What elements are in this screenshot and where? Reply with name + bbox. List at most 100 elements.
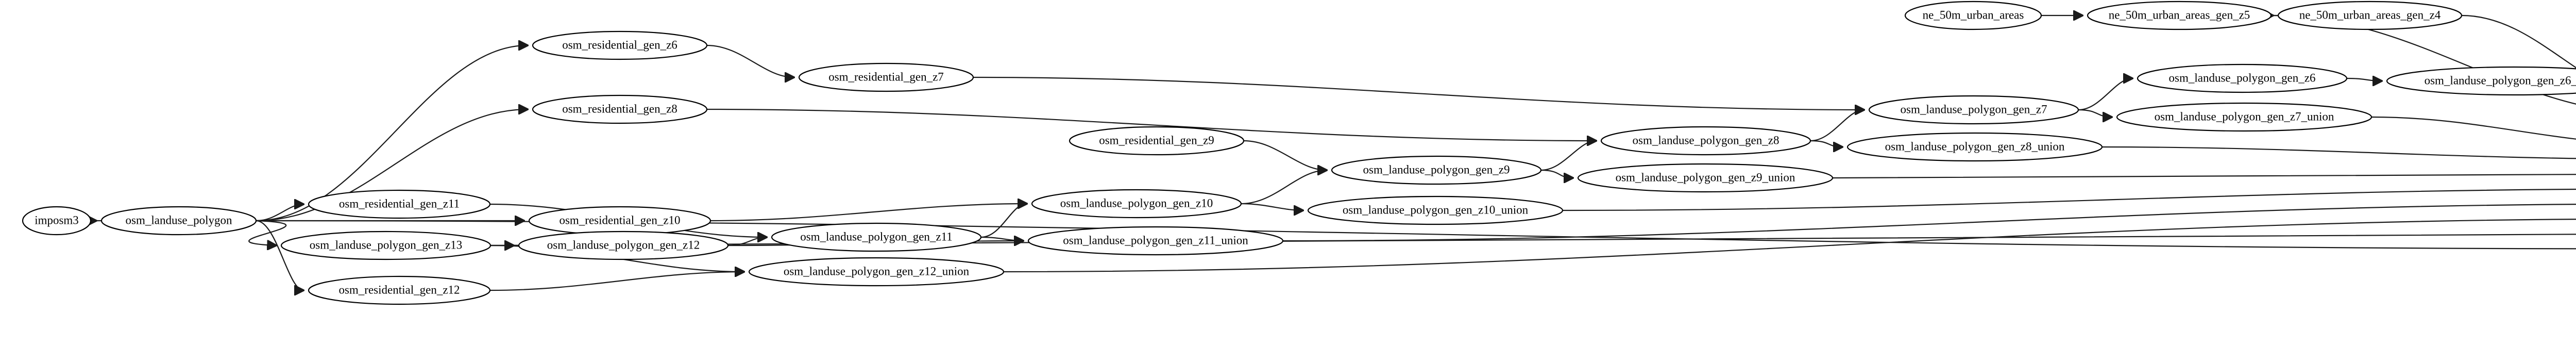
graph-edge-osm_residential_gen_z10--to--osm_landuse_polygon_gen_z10 [710,204,1027,222]
graph-edge-osm_landuse_polygon_gen_z11--to--osm_landuse_polygon_gen_z10 [980,204,1027,238]
graph-node-osm_landuse_polygon_gen_z8_union[interactable]: osm_landuse_polygon_gen_z8_union [1846,132,2103,162]
graph-edge-osm_landuse_polygon--to--osm_residential_gen_z8 [256,109,528,222]
node-ellipse [532,30,708,60]
node-label: osm_residential_gen_z11 [339,197,460,210]
node-label: ne_50m_urban_areas [1923,8,2024,21]
graph-edge-osm_landuse_polygon_gen_z10--to--osm_landuse_polygon_gen_z10_union [1241,203,1303,210]
node-ellipse [798,62,974,92]
graph-node-osm_residential_gen_z8[interactable]: osm_residential_gen_z8 [532,94,708,124]
node-ellipse [518,231,729,260]
node-label: osm_landuse_polygon_gen_z10_union [1343,203,1529,216]
node-label: osm_landuse_polygon_gen_z7 [1901,103,2047,116]
node-label: osm_landuse_polygon_gen_z8 [1633,134,1780,146]
node-label: osm_landuse_polygon_gen_z11 [800,230,953,243]
graph-edge-osm_landuse_polygon_gen_z11_union--to--layer_landuse.z11 [1282,203,2576,242]
graph-node-osm_landuse_polygon_gen_z8[interactable]: osm_landuse_polygon_gen_z8 [1600,126,1811,156]
node-label: osm_landuse_polygon_gen_z9 [1363,163,1510,176]
node-label: osm_residential_gen_z12 [338,283,460,296]
node-ellipse [2087,1,2272,30]
graph-edge-ne_50m_urban_areas_gen_z5--to--layer_landuse.z5 [2270,14,2576,105]
graph-node-osm_landuse_polygon_gen_z6[interactable]: osm_landuse_polygon_gen_z6 [2137,63,2348,93]
graph-node-osm_landuse_polygon_gen_z11_union[interactable]: osm_landuse_polygon_gen_z11_union [1027,226,1284,256]
graph-node-osm_landuse_polygon_gen_z12[interactable]: osm_landuse_polygon_gen_z12 [518,231,729,260]
node-label: osm_residential_gen_z7 [828,70,944,83]
node-ellipse [771,222,982,252]
node-label: osm_landuse_polygon [126,213,232,226]
node-ellipse [1600,126,1811,156]
graph-node-ne_50m_urban_areas_gen_z4[interactable]: ne_50m_urban_areas_gen_z4 [2277,1,2463,30]
node-ellipse [1069,126,1245,156]
graph-edge-osm_landuse_polygon_gen_z12_union--to--layer_landuse.z12 [1003,218,2576,273]
graph-edge-osm_landuse_polygon_gen_z9--to--osm_landuse_polygon_gen_z8 [1540,141,1596,171]
node-label: osm_residential_gen_z9 [1099,134,1214,146]
graph-node-osm_landuse_polygon_gen_z7[interactable]: osm_landuse_polygon_gen_z7 [1868,95,2079,125]
node-label: osm_landuse_polygon_gen_z8_union [1885,140,2065,153]
graph-edge-osm_residential_gen_z6--to--osm_residential_gen_z7 [706,44,794,77]
graph-node-osm_residential_gen_z12[interactable]: osm_residential_gen_z12 [308,275,491,305]
node-label: osm_landuse_polygon_gen_z7_union [2155,110,2334,123]
graph-node-osm_residential_gen_z10[interactable]: osm_residential_gen_z10 [528,206,711,236]
graph-edge-osm_residential_gen_z7--to--osm_landuse_polygon_gen_z7 [973,76,1864,110]
graph-edge-osm_landuse_polygon_gen_z11--to--osm_landuse_polygon_gen_z11_union [980,237,1023,241]
graph-node-osm_landuse_polygon_gen_z9_union[interactable]: osm_landuse_polygon_gen_z9_union [1577,163,1834,193]
node-ellipse [308,275,491,305]
node-label: osm_landuse_polygon_gen_z12 [547,238,700,251]
node-label: osm_landuse_polygon_gen_z9_union [1616,171,1795,184]
node-ellipse [100,206,257,236]
node-label: imposm3 [35,213,79,226]
node-label: osm_residential_gen_z6 [562,38,677,51]
graph-edge-osm_landuse_polygon_gen_z8--to--osm_landuse_polygon_gen_z7 [1810,110,1864,142]
graph-node-osm_landuse_polygon_gen_z7_union[interactable]: osm_landuse_polygon_gen_z7_union [2116,102,2372,132]
graph-node-osm_landuse_polygon_gen_z9[interactable]: osm_landuse_polygon_gen_z9 [1331,155,1542,185]
node-ellipse [308,189,491,219]
node-ellipse [2137,63,2348,93]
node-label: osm_landuse_polygon_gen_z6 [2169,71,2316,84]
graph-edge-osm_landuse_polygon--to--osm_residential_gen_z6 [256,45,528,222]
node-ellipse [2277,1,2463,30]
graph-node-osm_landuse_polygon_gen_z10_union[interactable]: osm_landuse_polygon_gen_z10_union [1307,195,1564,225]
graph-node-ne_50m_urban_areas[interactable]: ne_50m_urban_areas [1904,1,2042,30]
node-ellipse [748,257,1005,287]
node-ellipse [2386,66,2576,96]
graph-node-osm_landuse_polygon_gen_z6_union[interactable]: osm_landuse_polygon_gen_z6_union [2386,66,2576,96]
node-ellipse [22,206,92,236]
graph-node-osm_landuse_polygon_gen_z10[interactable]: osm_landuse_polygon_gen_z10 [1031,189,1242,219]
node-label: ne_50m_urban_areas_gen_z4 [2299,8,2441,21]
node-ellipse [1331,155,1542,185]
node-ellipse [1846,132,2103,162]
graph-edge-osm_residential_gen_z8--to--osm_landuse_polygon_gen_z8 [706,108,1596,141]
node-ellipse [1577,163,1834,193]
graph-edge-osm_landuse_polygon_gen_z6--to--osm_landuse_polygon_gen_z6_union [2346,78,2382,81]
graph-node-ne_50m_urban_areas_gen_z5[interactable]: ne_50m_urban_areas_gen_z5 [2087,1,2272,30]
node-label: osm_landuse_polygon_gen_z12_union [784,265,970,277]
graph-edge-osm_landuse_polygon_gen_z7_union--to--layer_landuse.z7 [2371,116,2576,140]
graph-node-osm_residential_gen_z7[interactable]: osm_residential_gen_z7 [798,62,974,92]
graph-node-imposm3[interactable]: imposm3 [22,206,92,236]
graph-edge-osm_landuse_polygon_gen_z9_union--to--layer_landuse.z9 [1832,173,2576,179]
node-ellipse [532,94,708,124]
graph-edge-osm_landuse_polygon_gen_z7--to--osm_landuse_polygon_gen_z6 [2078,78,2132,111]
node-ellipse [1307,195,1564,225]
node-label: ne_50m_urban_areas_gen_z5 [2109,8,2250,21]
graph-edge-osm_landuse_polygon--to--osm_landuse_polygon_gen_z13 [248,220,287,245]
graph-edge-osm_residential_gen_z9--to--osm_landuse_polygon_gen_z9 [1243,140,1327,170]
node-label: osm_landuse_polygon_gen_z6_union [2425,74,2576,87]
node-ellipse [1904,1,2042,30]
node-label: osm_landuse_polygon_gen_z10 [1060,196,1213,209]
graph-edge-osm_landuse_polygon_gen_z10--to--osm_landuse_polygon_gen_z9 [1241,170,1327,205]
graph-node-osm_residential_gen_z6[interactable]: osm_residential_gen_z6 [532,30,708,60]
node-ellipse [1031,189,1242,219]
graph-node-osm_landuse_polygon_gen_z11[interactable]: osm_landuse_polygon_gen_z11 [771,222,982,252]
node-ellipse [1027,226,1284,256]
graph-edge-osm_landuse_polygon_gen_z8--to--osm_landuse_polygon_gen_z8_union [1810,140,1842,147]
graph-edge-ne_50m_urban_areas_gen_z4--to--layer_landuse.z4 [2461,14,2576,69]
graph-node-osm_landuse_polygon[interactable]: osm_landuse_polygon [100,206,257,236]
graph-edge-osm_landuse_polygon_gen_z10_union--to--layer_landuse.z10 [1562,188,2576,211]
node-label: osm_landuse_polygon_gen_z13 [310,238,462,251]
graph-node-osm_landuse_polygon_gen_z12_union[interactable]: osm_landuse_polygon_gen_z12_union [748,257,1005,287]
graph-node-osm_landuse_polygon_gen_z13[interactable]: osm_landuse_polygon_gen_z13 [280,231,492,260]
node-layer: imposm3 osm_landuse_polygon osm_residentia… [22,1,2576,305]
graph-node-osm_residential_gen_z11[interactable]: osm_residential_gen_z11 [308,189,491,219]
graph-node-osm_residential_gen_z9[interactable]: osm_residential_gen_z9 [1069,126,1245,156]
